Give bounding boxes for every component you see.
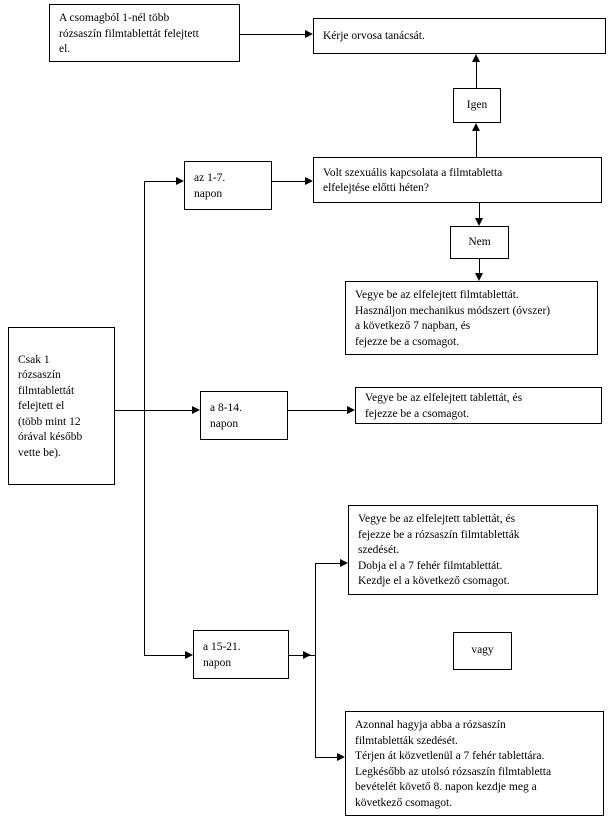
node-no: Nem bbox=[450, 226, 509, 259]
arrowhead-no-top bbox=[475, 218, 483, 226]
arrowhead-ask-doctor-left bbox=[305, 30, 313, 38]
arrowhead-yes-bottom bbox=[472, 123, 480, 131]
node-ask-doctor: Kérje orvosa tanácsát. bbox=[313, 18, 606, 54]
node-take-and-finish: Vegye be az elfelejtett tablettát, és fe… bbox=[355, 387, 602, 424]
node-only-one-missed: Csak 1 rózsaszín filmtablettát felejtett… bbox=[8, 327, 115, 485]
arrowhead-days-8-14-left bbox=[192, 406, 200, 414]
node-yes: Igen bbox=[453, 88, 501, 123]
edge-days-1-7-to-sex-question bbox=[272, 181, 305, 182]
edge-split-to-take-finish-pink bbox=[315, 563, 340, 564]
arrowhead-take-finish-pink-left bbox=[340, 559, 348, 567]
edge-sex-question-to-no bbox=[479, 203, 480, 218]
edge-missed-multiple-to-ask-doctor bbox=[240, 34, 305, 35]
edge-yes-to-ask-doctor bbox=[476, 62, 477, 88]
node-stop-immediately: Azonnal hagyja abba a rózsaszín filmtabl… bbox=[345, 711, 604, 816]
arrowhead-take-and-finish-left bbox=[347, 406, 355, 414]
edge-days-15-21-split-trunk bbox=[315, 563, 316, 757]
edge-sex-question-to-yes bbox=[476, 131, 477, 157]
edge-days-15-21-stem bbox=[289, 655, 316, 656]
arrowhead-days-15-21-left bbox=[185, 651, 193, 659]
node-sex-question: Volt szexuális kapcsolata a filmtabletta… bbox=[313, 157, 602, 203]
edge-trunk-to-days-8-14 bbox=[144, 410, 192, 411]
arrowhead-sex-question-left bbox=[305, 177, 313, 185]
node-take-and-mechanical: Vegye be az elfelejtett filmtablettát. H… bbox=[345, 281, 598, 355]
edge-trunk-to-days-1-7 bbox=[144, 181, 176, 182]
node-or: vagy bbox=[453, 632, 512, 670]
edge-trunk-to-days-15-21 bbox=[144, 655, 185, 656]
arrowhead-ask-doctor-bottom bbox=[472, 54, 480, 62]
node-take-finish-pink: Vegye be az elfelejtett tablettát, és fe… bbox=[348, 505, 598, 595]
arrowhead-take-and-mechanical-top bbox=[475, 273, 483, 281]
node-days-8-14: a 8-14. napon bbox=[200, 391, 288, 440]
arrowhead-stop-immediately-left bbox=[337, 753, 345, 761]
arrowhead-days-1-7-left bbox=[176, 177, 184, 185]
edge-branch-trunk bbox=[144, 181, 145, 656]
edge-days-8-14-to-take-and-finish bbox=[288, 410, 347, 411]
edge-split-to-stop-immediately bbox=[315, 757, 337, 758]
node-days-1-7: az 1-7. napon bbox=[184, 161, 272, 210]
edge-no-to-take-and-mechanical bbox=[479, 259, 480, 273]
arrowhead-days-15-21-split bbox=[303, 651, 311, 659]
node-days-15-21: a 15-21. napon bbox=[193, 630, 289, 679]
node-missed-multiple: A csomagból 1-nél több rózsaszín filmtab… bbox=[49, 4, 240, 62]
